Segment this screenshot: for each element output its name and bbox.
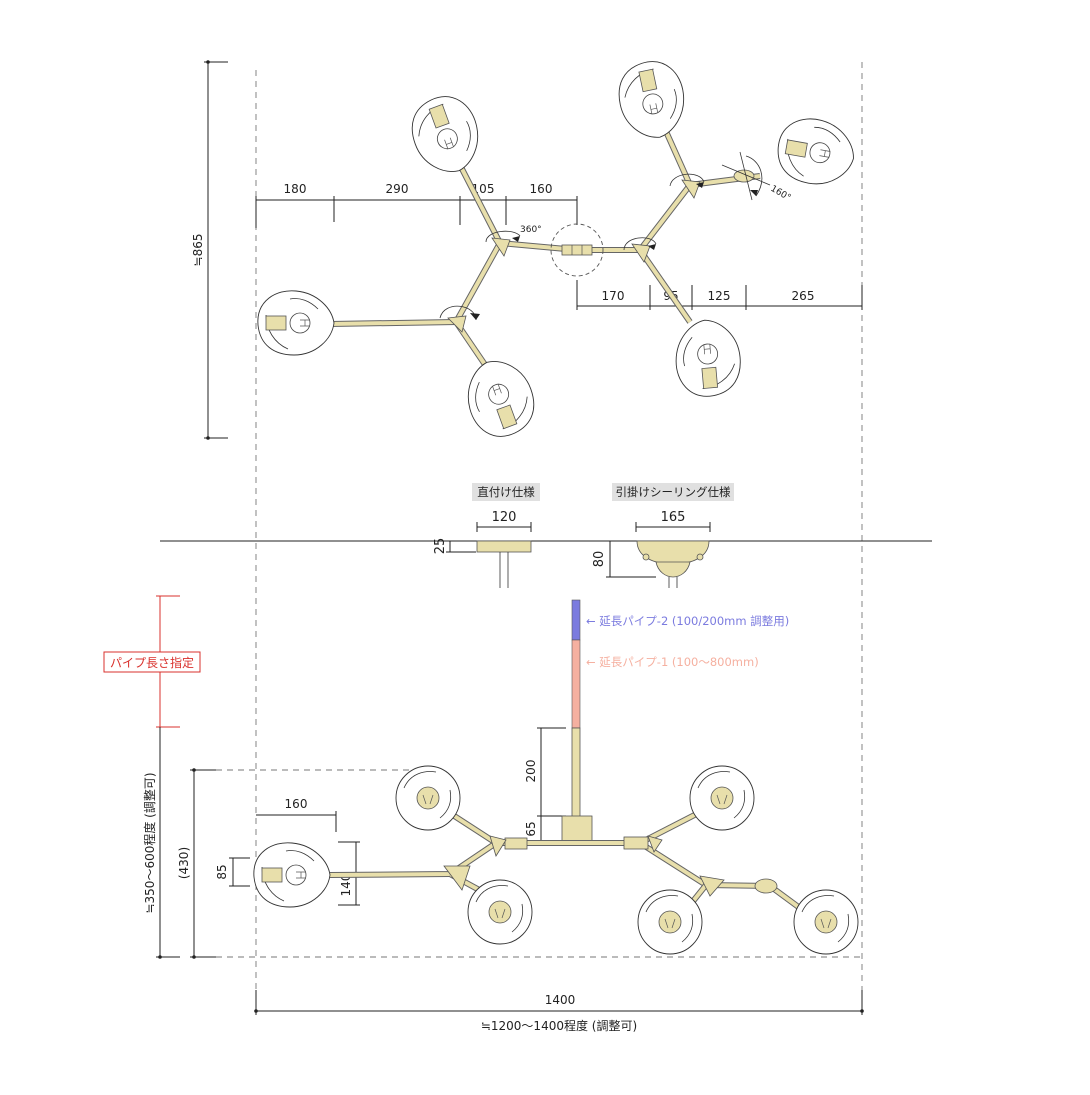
plan-bottom-dim-1: 170	[602, 289, 625, 303]
height-range-label: ≒350～600程度 (調整可)	[142, 772, 157, 913]
side-dim-65: 65	[524, 821, 538, 836]
plan-top-dim-2: 290	[386, 182, 409, 196]
hook-canopy	[636, 540, 710, 565]
extension-pipe-1-label: ← 延長パイプ-1 (100～800mm)	[586, 655, 759, 669]
side-width-label: 1400	[545, 993, 576, 1007]
side-dim-200: 200	[524, 760, 538, 783]
direct-width-label: 120	[492, 510, 517, 525]
plan-top-dim-1: 180	[284, 182, 307, 196]
side-dim-140: 140	[339, 874, 353, 897]
plan-bottom-dim-4: 265	[792, 289, 815, 303]
height-ref-label: (430)	[177, 847, 191, 879]
direct-canopy	[476, 540, 532, 553]
hook-width-label: 165	[661, 510, 686, 525]
side-lamps	[253, 765, 859, 955]
angle-160-label: 160°	[769, 184, 793, 204]
hook-mount-label-bg	[612, 483, 734, 501]
hook-height-label: 80	[592, 551, 607, 568]
direct-mount-label: 直付け仕様	[477, 485, 535, 499]
direct-mount-label-bg	[472, 483, 540, 501]
side-dim-85: 85	[215, 864, 229, 879]
pipe-length-spec-label: パイプ長さ指定	[110, 655, 194, 670]
plan-top-dim-4: 160	[530, 182, 553, 196]
side-width-range-label: ≒1200～1400程度 (調整可)	[481, 1018, 637, 1033]
extension-pipe-2	[571, 599, 581, 641]
hook-mount-label: 引掛けシーリング仕様	[616, 485, 731, 499]
direct-height-label: 25	[433, 538, 448, 555]
rotation-arrows	[439, 151, 771, 321]
plan-height-label: ≒865	[191, 234, 205, 267]
side-arms	[329, 803, 810, 917]
side-center-hub	[561, 815, 593, 845]
extension-pipe-1	[571, 639, 581, 729]
side-stem	[571, 727, 581, 819]
plan-hubs	[447, 169, 755, 333]
pipe-length-spec	[103, 595, 201, 728]
plan-bottom-dim-3: 125	[708, 289, 731, 303]
angle-360-label: 360°	[520, 225, 542, 235]
extension-pipe-2-label: ← 延長パイプ-2 (100/200mm 調整用)	[586, 614, 789, 628]
side-dim-160: 160	[285, 797, 308, 811]
